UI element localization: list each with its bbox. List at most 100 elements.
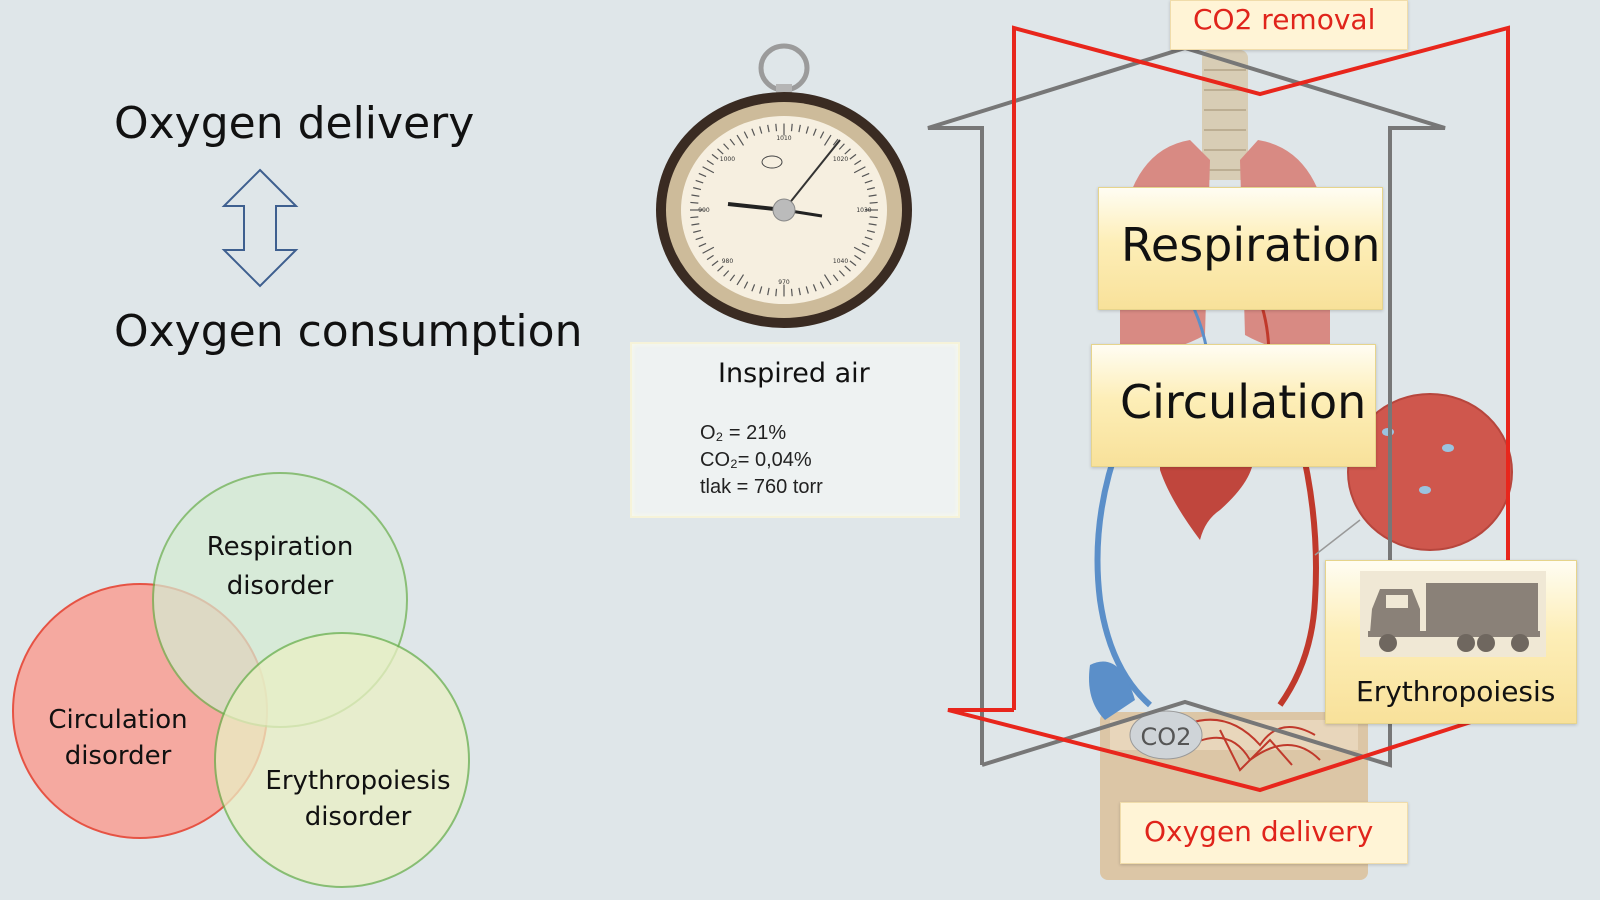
double-arrow-icon bbox=[221, 168, 299, 288]
gauge-tick bbox=[717, 148, 724, 155]
erythropoiesis-box: Erythropoiesis bbox=[1325, 560, 1577, 724]
gauge-tick bbox=[736, 134, 745, 146]
red-flow-frame bbox=[947, 25, 1510, 793]
gauge-tick bbox=[838, 143, 845, 150]
gauge-tick bbox=[854, 159, 862, 166]
gauge-tick bbox=[695, 236, 704, 241]
gauge-tick bbox=[849, 260, 857, 267]
erythropoiesis-disorder-label: Erythropoiesis disorder bbox=[265, 766, 451, 832]
inspired-air-title: Inspired air bbox=[718, 358, 870, 389]
co2-removal-box: CO2 removal bbox=[1170, 0, 1408, 50]
respiration-disorder-label: Respiration disorder bbox=[206, 532, 354, 601]
gauge-tick bbox=[823, 134, 832, 146]
gauge-tick bbox=[736, 274, 745, 286]
oxygen-delivery-box: Oxygen delivery bbox=[1120, 802, 1408, 864]
gauge-tick-label: 1010 bbox=[776, 135, 791, 142]
gauge-tick bbox=[861, 172, 870, 178]
gauge-tick bbox=[767, 287, 770, 296]
gauge-tick bbox=[853, 246, 866, 254]
circulation-label: Circulation bbox=[1120, 375, 1367, 429]
gauge-tick bbox=[790, 288, 793, 297]
disorder-venn-diagram bbox=[12, 472, 470, 888]
gauge-tick bbox=[702, 246, 715, 254]
gauge-tick bbox=[775, 288, 778, 297]
gauge-tick bbox=[695, 179, 704, 184]
gauge-tick bbox=[823, 274, 832, 286]
gauge-tick bbox=[805, 286, 809, 294]
erythropoiesis-circle bbox=[214, 632, 470, 888]
gauge-tick bbox=[729, 274, 736, 282]
gauge-tick bbox=[767, 124, 770, 133]
gauge-tick bbox=[751, 284, 756, 292]
erythropoiesis-label: Erythropoiesis bbox=[1356, 675, 1556, 708]
gauge-tick bbox=[743, 281, 749, 289]
gauge-tick bbox=[691, 223, 700, 226]
gauge-tick bbox=[819, 131, 825, 139]
pressure-value: tlak = 760 torr bbox=[700, 476, 823, 498]
gauge-tick bbox=[812, 128, 817, 136]
gauge-tick bbox=[711, 153, 719, 160]
gauge-tick-label: 1000 bbox=[720, 156, 735, 163]
gauge-tick bbox=[691, 194, 700, 197]
gauge-tick bbox=[775, 123, 778, 132]
truck-icon bbox=[1360, 571, 1546, 657]
gauge-tick-label: 980 bbox=[722, 258, 734, 265]
gauge-tick-label: 1030 bbox=[856, 207, 871, 214]
gauge-tick bbox=[832, 274, 839, 282]
gauge-tick bbox=[819, 281, 825, 289]
circulation-box: Circulation bbox=[1091, 344, 1376, 467]
gauge-tick bbox=[702, 166, 715, 174]
gauge-tick bbox=[759, 126, 763, 134]
gauge-tick bbox=[698, 242, 707, 248]
respiration-box: Respiration bbox=[1098, 187, 1383, 310]
gauge-tick bbox=[849, 153, 857, 160]
gauge-tick-label: 970 bbox=[778, 279, 790, 286]
gauge-tick bbox=[854, 254, 862, 261]
gauge-tick bbox=[844, 265, 851, 272]
gauge-tick bbox=[698, 172, 707, 178]
respiration-label: Respiration bbox=[1121, 218, 1381, 272]
gauge-tick bbox=[861, 242, 870, 248]
gauge-tick bbox=[723, 143, 730, 150]
oxygen-consumption-heading: Oxygen consumption bbox=[114, 306, 583, 357]
gauge-tick bbox=[798, 124, 801, 133]
gauge-tick bbox=[844, 148, 851, 155]
co2-bubble bbox=[1129, 710, 1203, 760]
gauge-tick bbox=[693, 187, 702, 191]
gauge-tick bbox=[729, 138, 736, 146]
gauge-tick bbox=[832, 138, 839, 146]
gauge-tick bbox=[805, 126, 809, 134]
oxygen-delivery-heading: Oxygen delivery bbox=[114, 98, 475, 149]
gauge-tick bbox=[853, 166, 866, 174]
gauge-tick bbox=[864, 179, 873, 184]
gauge-tick bbox=[711, 260, 719, 267]
gauge-tick bbox=[868, 194, 877, 197]
circulation-disorder-label: Circulation disorder bbox=[48, 705, 188, 771]
gauge-tick bbox=[717, 265, 724, 272]
gauge-tick bbox=[869, 216, 878, 219]
gauge-tick bbox=[798, 287, 801, 296]
inspired-air-panel: Inspired air O₂ = 21% CO₂= 0,04% tlak = … bbox=[630, 342, 960, 518]
gauge-tick bbox=[751, 128, 756, 136]
gauge-tick bbox=[868, 223, 877, 226]
gauge-tick bbox=[866, 187, 875, 191]
gauge-tick bbox=[790, 123, 793, 132]
gauge-tick bbox=[838, 270, 845, 277]
gauge-tick bbox=[743, 131, 749, 139]
co2-value: CO₂= 0,04% bbox=[700, 449, 812, 471]
gauge-tick bbox=[690, 216, 699, 219]
gauge-tick bbox=[812, 284, 817, 292]
gauge-tick bbox=[864, 236, 873, 241]
gauge-tick bbox=[759, 286, 763, 294]
gauge-tick bbox=[690, 201, 699, 204]
gauge-tick-label: 990 bbox=[698, 207, 710, 214]
co2-tag: CO2 bbox=[1141, 723, 1192, 751]
gauge-tick bbox=[706, 159, 714, 166]
gauge-tick bbox=[706, 254, 714, 261]
gauge-tick bbox=[866, 229, 875, 233]
gauge-tick bbox=[723, 270, 730, 277]
gauge-tick-label: 1040 bbox=[833, 258, 848, 265]
oxygen-delivery-label: Oxygen delivery bbox=[1144, 815, 1374, 848]
gray-flow-frame bbox=[927, 45, 1446, 768]
